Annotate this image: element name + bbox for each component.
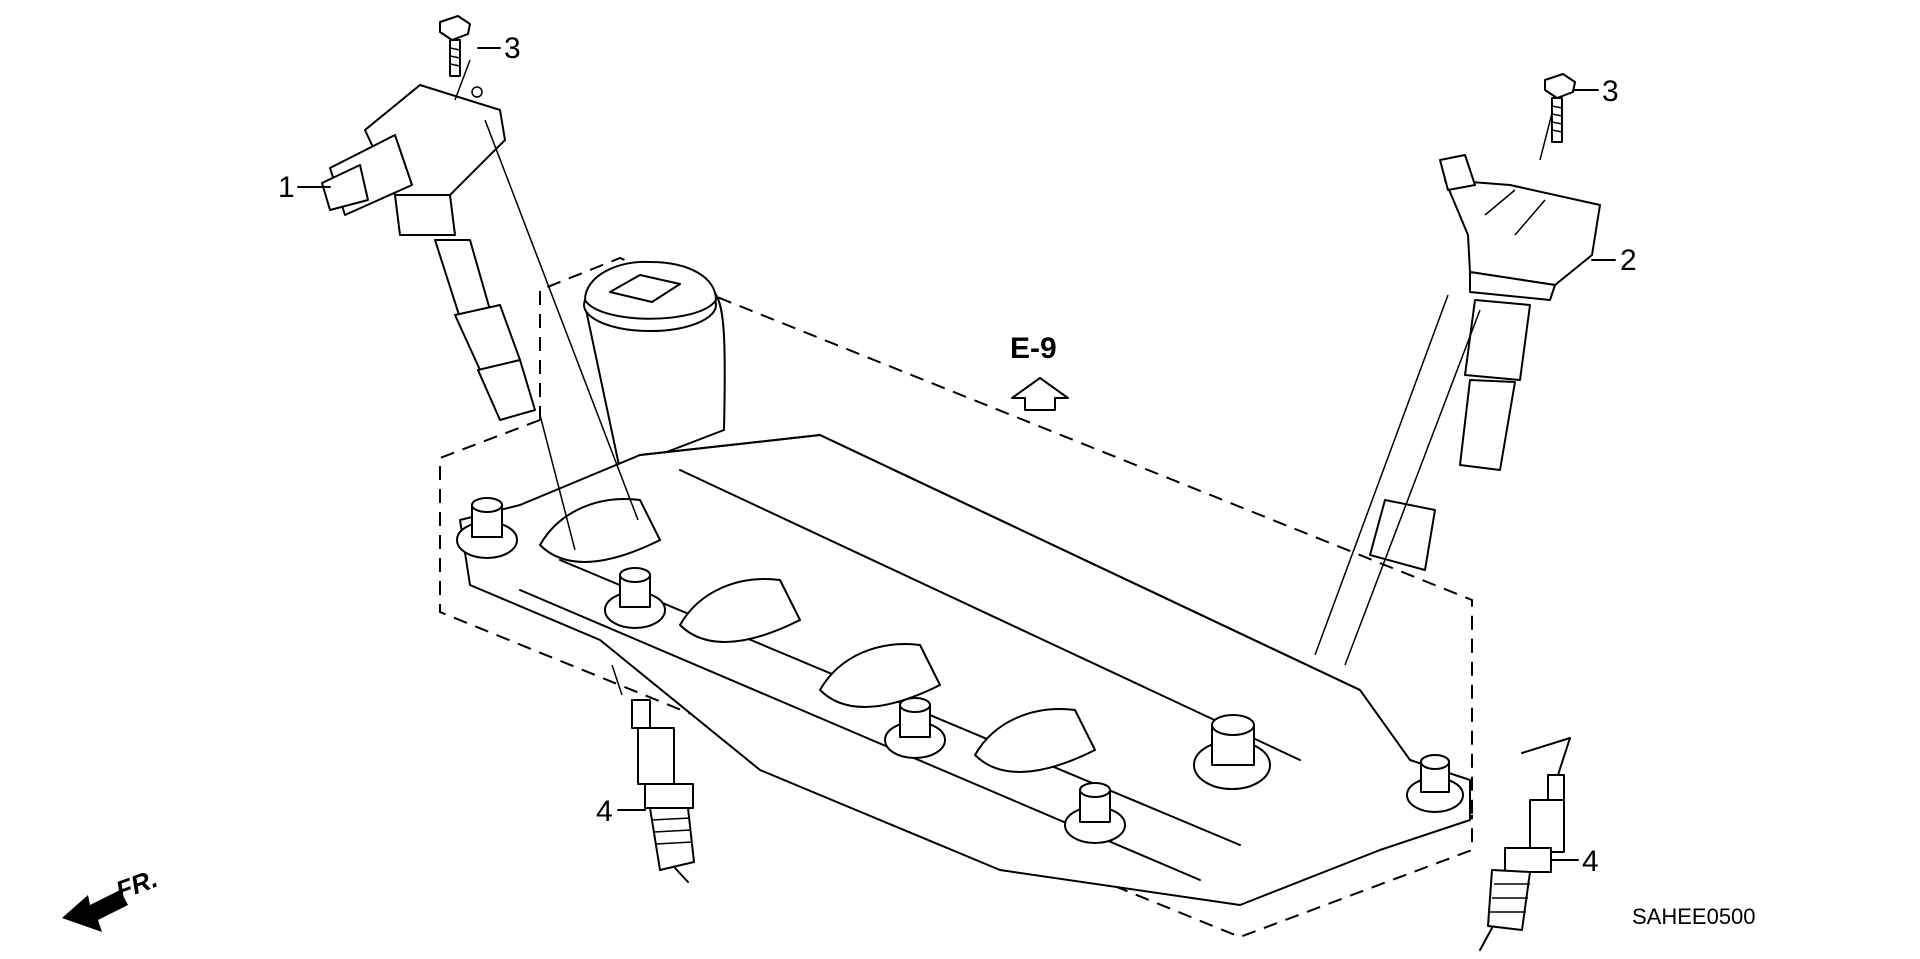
mounting-bosses (456, 497, 1464, 844)
callout-leaders (297, 47, 1616, 861)
bolt-left (439, 15, 471, 77)
callout-coil-left: 1 (278, 171, 295, 204)
spark-plug-right (1479, 737, 1571, 951)
front-marker: FR. (62, 863, 161, 932)
breather-tube (1193, 714, 1271, 790)
ignition-coil-left (321, 84, 536, 421)
callout-plug-left: 4 (596, 795, 613, 828)
callout-plug-right: 4 (1582, 845, 1599, 878)
front-marker-label: FR. (112, 863, 162, 906)
coil-pockets (539, 498, 1096, 773)
callout-bolt-right: 3 (1602, 75, 1619, 108)
bolt-right (1544, 73, 1576, 143)
section-reference[interactable]: E-9 (1010, 332, 1069, 411)
front-arrow-icon (62, 890, 128, 932)
diagram-code: SAHEE0500 (1632, 904, 1756, 929)
ignition-coil-right (1314, 154, 1601, 666)
up-arrow-icon (1011, 377, 1069, 411)
section-reference-label: E-9 (1010, 332, 1057, 365)
callout-coil-right: 2 (1620, 244, 1637, 277)
cylinder-head-cover (456, 260, 1471, 906)
spark-plug-left (631, 699, 695, 883)
callout-bolt-left: 3 (504, 32, 521, 65)
